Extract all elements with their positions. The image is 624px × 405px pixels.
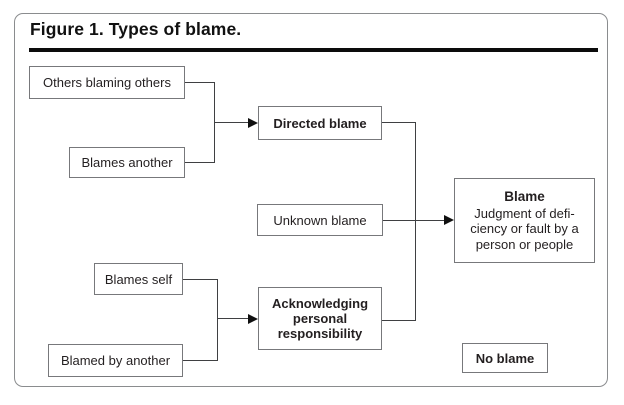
connector-blamed-by-another-to-bracket xyxy=(183,360,218,362)
node-label: Unknown blame xyxy=(273,212,367,228)
connector-blames-another-to-bracket xyxy=(185,162,215,164)
node-description: Judgment of defi- ciency or fault by a p… xyxy=(470,205,579,252)
arrow-shaft-to-blame xyxy=(383,220,444,222)
connector-others-to-bracket xyxy=(185,82,215,84)
arrow-shaft-to-directed-blame xyxy=(214,122,248,124)
node-label: Directed blame xyxy=(273,115,367,131)
node-blame: Blame Judgment of defi- ciency or fault … xyxy=(454,178,595,263)
node-label: No blame xyxy=(475,350,535,366)
figure-title: Figure 1. Types of blame. xyxy=(30,19,242,39)
node-directed-blame: Directed blame xyxy=(258,106,382,140)
node-unknown-blame: Unknown blame xyxy=(257,204,383,236)
bracket-bottom-left-vertical xyxy=(217,279,219,361)
node-no-blame: No blame xyxy=(462,343,548,373)
node-acknowledging-personal-responsibility: Acknowledging personal responsibility xyxy=(258,287,382,350)
node-blames-self: Blames self xyxy=(94,263,183,295)
node-label: Others blaming others xyxy=(43,75,171,90)
node-label: Blames another xyxy=(81,155,173,170)
node-blames-another: Blames another xyxy=(69,147,185,178)
node-blamed-by-another: Blamed by another xyxy=(48,344,183,377)
node-label: Blames self xyxy=(104,271,173,287)
title-rule xyxy=(29,48,598,52)
node-label: Blamed by another xyxy=(60,353,171,368)
junction-right-vertical xyxy=(415,122,417,321)
node-label: Acknowledging personal responsibility xyxy=(271,296,369,341)
arrowhead-acknowledging xyxy=(248,314,258,324)
node-title: Blame xyxy=(504,188,545,204)
connector-acknowledging-to-junction xyxy=(382,320,416,322)
arrowhead-blame xyxy=(444,215,454,225)
node-others-blaming-others: Others blaming others xyxy=(29,66,185,99)
arrowhead-directed-blame xyxy=(248,118,258,128)
connector-directed-blame-to-junction xyxy=(382,122,416,124)
connector-blames-self-to-bracket xyxy=(183,279,218,281)
arrow-shaft-to-acknowledging xyxy=(217,318,248,320)
